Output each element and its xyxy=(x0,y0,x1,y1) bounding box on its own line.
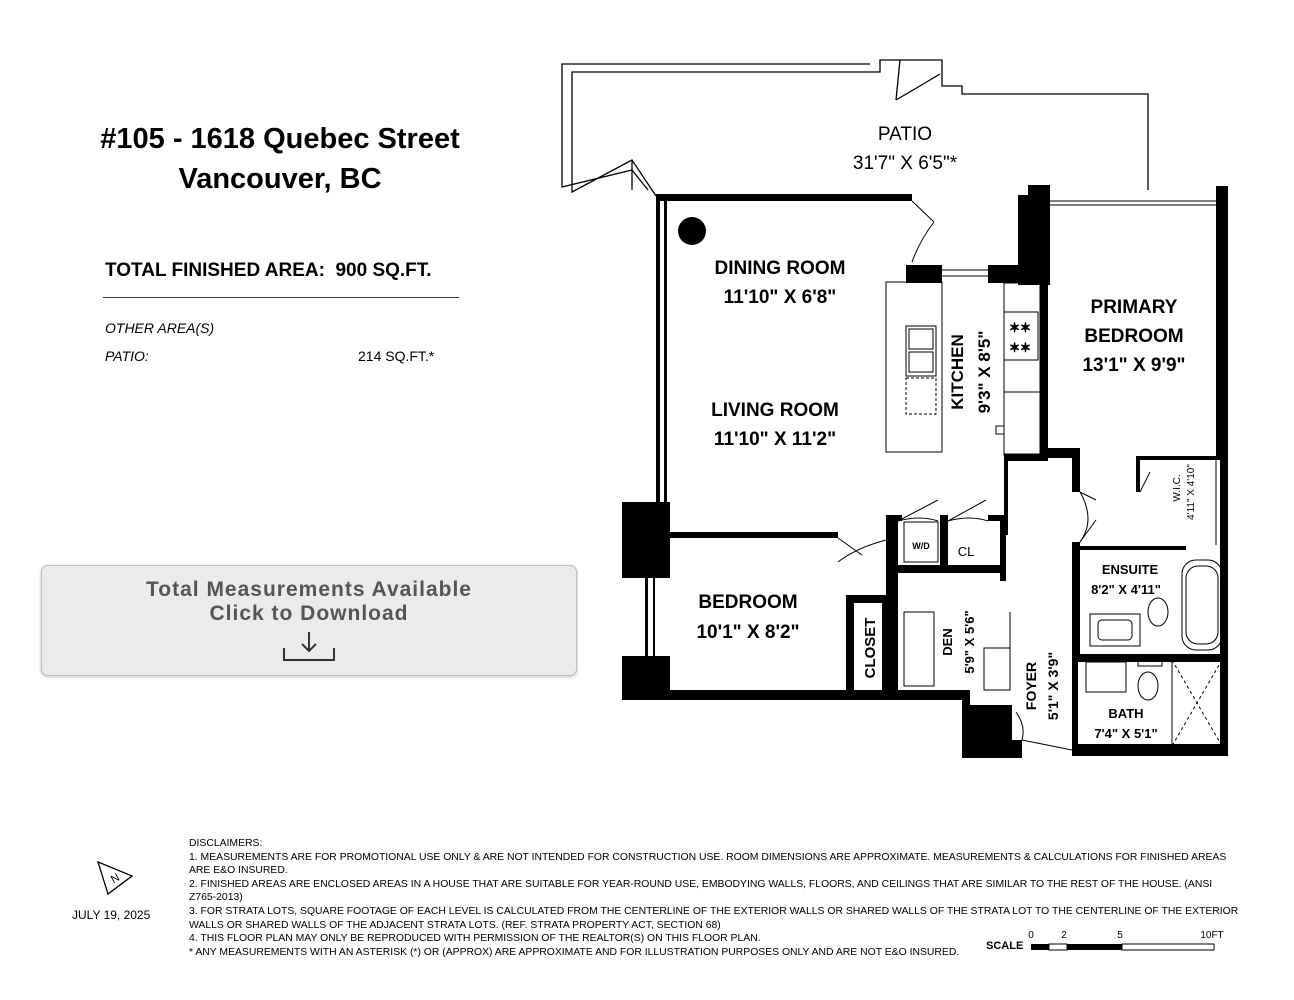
patio-area-label: PATIO: xyxy=(105,348,149,364)
windows xyxy=(942,200,1217,545)
disclaimer-line: 2. FINISHED AREAS ARE ENCLOSED AREAS IN … xyxy=(189,878,1213,904)
other-areas-heading: OTHER AREA(S) xyxy=(105,320,215,336)
patio-area-value: 214 SQ.FT.* xyxy=(358,348,435,364)
primary-bedroom-dims: 13'1" X 9'9" xyxy=(1082,355,1185,376)
bath-dims: 7'4" X 5'1" xyxy=(1094,726,1157,741)
living-room-label: LIVING ROOM xyxy=(711,400,839,421)
den-dims: 5'9" X 5'6" xyxy=(962,610,977,673)
cl-label: CL xyxy=(958,544,975,559)
bath-fixtures xyxy=(903,521,1223,747)
north-arrow-icon: N xyxy=(96,860,134,896)
divider xyxy=(103,297,459,298)
living-room-dims: 11'10" X 11'2" xyxy=(714,429,836,450)
wic-label: W.I.C. xyxy=(1172,474,1183,501)
download-button-line2: Click to Download xyxy=(209,602,409,625)
plan-date: JULY 19, 2025 xyxy=(72,908,151,922)
patio-outline xyxy=(561,59,1149,197)
disclaimer-line: 4. THIS FLOOR PLAN MAY ONLY BE REPRODUCE… xyxy=(189,933,761,945)
download-button-line1: Total Measurements Available xyxy=(146,578,472,601)
disclaimer-line: * ANY MEASUREMENTS WITH AN ASTERISK (*) … xyxy=(189,946,960,958)
disclaimer-heading: DISCLAIMERS: xyxy=(189,838,263,849)
walls xyxy=(622,185,1228,758)
download-icon xyxy=(283,632,335,661)
address-line2: Vancouver, BC xyxy=(178,163,382,195)
patio-label: PATIO xyxy=(878,124,932,145)
ensuite-dims: 8'2" X 4'11" xyxy=(1091,582,1161,597)
bedroom-dims: 10'1" X 8'2" xyxy=(696,622,799,643)
scale-tick-0: 0 xyxy=(1028,930,1034,941)
svg-text:✶✶: ✶✶ xyxy=(1009,320,1031,335)
ensuite-label: ENSUITE xyxy=(1102,562,1159,577)
foyer-label: FOYER xyxy=(1023,662,1039,710)
wic-dims: 4'11" X 4'10" xyxy=(1186,464,1197,520)
disclaimer-line: 1. MEASUREMENTS ARE FOR PROMOTIONAL USE … xyxy=(189,851,1227,877)
disclaimer-line: 3. FOR STRATA LOTS, SQUARE FOOTAGE OF EA… xyxy=(189,905,1239,931)
scale-label: SCALE xyxy=(986,940,1024,952)
total-finished-area: TOTAL FINISHED AREA: 900 SQ.FT. xyxy=(105,260,432,281)
scale-tick-10: 10FT xyxy=(1200,930,1223,941)
scale-tick-5: 5 xyxy=(1117,930,1123,941)
primary-bedroom-label-2: BEDROOM xyxy=(1084,326,1183,347)
washer-dryer-label: W/D xyxy=(912,541,930,551)
dining-room-label: DINING ROOM xyxy=(715,258,846,279)
compass-letter: N xyxy=(109,872,122,886)
kitchen-dims: 9'3" X 8'5" xyxy=(975,331,994,414)
address-line1: #105 - 1618 Quebec Street xyxy=(100,123,460,155)
column xyxy=(678,217,706,245)
dining-room-dims: 11'10" X 6'8" xyxy=(724,287,837,308)
den-label: DEN xyxy=(940,628,955,655)
bedroom-label: BEDROOM xyxy=(698,592,797,613)
svg-text:✶✶: ✶✶ xyxy=(1009,340,1031,355)
scale-tick-2: 2 xyxy=(1061,930,1067,941)
closet-label: CLOSET xyxy=(862,618,879,679)
foyer-dims: 5'1" X 3'9" xyxy=(1045,652,1061,720)
kitchen-fixtures: ✶✶ ✶✶ xyxy=(885,281,1041,456)
patio-dims: 31'7" X 6'5"* xyxy=(853,153,958,174)
scale-bar: 0 2 5 10FT xyxy=(1028,930,1224,951)
bath-label: BATH xyxy=(1108,706,1143,721)
disclaimers: DISCLAIMERS: 1. MEASUREMENTS ARE FOR PRO… xyxy=(189,837,1239,959)
primary-bedroom-label-1: PRIMARY xyxy=(1091,297,1178,318)
kitchen-label: KITCHEN xyxy=(948,334,967,410)
download-measurements-button[interactable]: Total Measurements Available Click to Do… xyxy=(41,565,577,676)
